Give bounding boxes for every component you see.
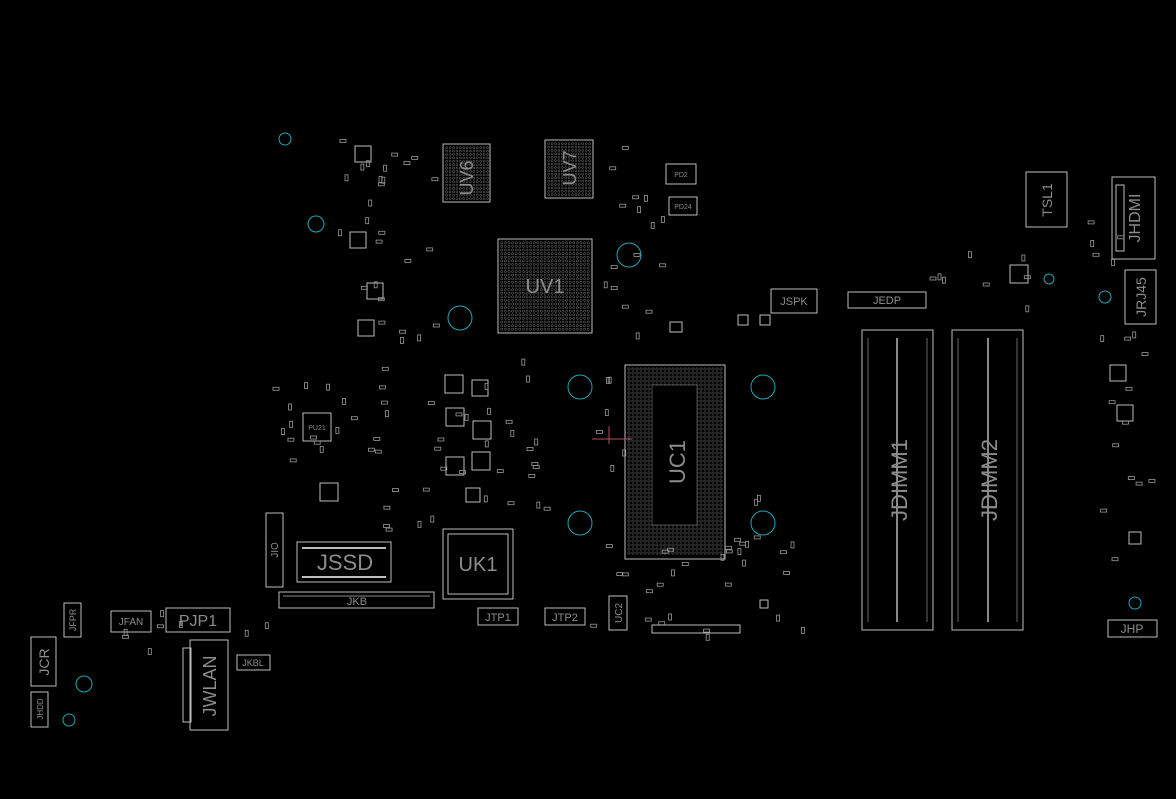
connector-pjp1[interactable]: PJP1 [165,607,231,633]
connector-jdimm2[interactable]: JDIMM2 [951,329,1024,631]
connector-pjp1-label: PJP1 [179,613,217,630]
connector-jhp-label: JHP [1121,622,1144,636]
connector-jedp[interactable]: JEDP [847,291,927,309]
connector-jspk-label: JSPK [780,296,808,308]
chip-uv7[interactable]: UV7 [544,139,594,199]
chip-uk1[interactable]: UK1 [442,528,514,600]
connector-jio-label: JIO [270,542,281,558]
connector-jssd-label: JSSD [317,550,373,575]
chip-uv7-label: UV7 [560,150,580,185]
component-pd2[interactable]: PD2 [665,163,697,185]
connector-jtp2-label: JTP2 [552,612,578,624]
connector-jfpr[interactable]: JFPR [63,602,82,638]
component-pd2-label: PD2 [674,172,688,179]
component-uc2[interactable]: UC2 [608,595,628,631]
chip-uv6[interactable]: UV6 [442,143,491,203]
connector-jrj45[interactable]: JRJ45 [1124,269,1157,325]
chip-uc1[interactable]: UC1 [592,364,726,560]
connector-jkb-label: JKB [347,596,367,608]
chip-uk1-label: UK1 [459,554,498,576]
connector-strip [651,624,741,634]
connector-jcr[interactable]: JCR [30,636,57,687]
connector-jssd[interactable]: JSSD [296,541,392,583]
component-pd24-label: PD24 [674,204,692,211]
connector-jdimm1[interactable]: JDIMM1 [861,329,934,631]
connector-jrj45-label: JRJ45 [1133,277,1149,317]
connector-jdimm1-label: JDIMM1 [887,439,912,521]
connector-jcr-label: JCR [36,648,52,675]
component-tsl1[interactable]: TSL1 [1025,171,1068,228]
connector-jkbl[interactable]: JKBL [236,654,271,671]
component-pu21-label: PU21 [308,425,326,432]
component-uc2-label: UC2 [614,603,625,623]
connector-jwlan-label: JWLAN [200,655,220,716]
chip-uc1-label: UC1 [665,440,690,484]
connector-jhdd[interactable]: JHDD [30,691,49,728]
connector-jtp1[interactable]: JTP1 [477,607,519,626]
connector-jhp[interactable]: JHP [1107,619,1158,638]
connector-jspk[interactable]: JSPK [770,288,818,314]
connector-jkbl-label: JKBL [242,658,264,668]
connector-jfan[interactable]: JFAN [110,610,152,633]
connector-jio[interactable]: JIO [265,512,284,588]
connector-jdimm2-label: JDIMM2 [977,439,1002,521]
chip-uv1-label: UV1 [526,276,565,298]
connector-jhdmi[interactable]: JHDMI [1111,176,1156,260]
passive-components [122,139,1156,655]
connector-jkb[interactable]: JKB [278,591,435,609]
chip-uv1[interactable]: UV1 [497,238,593,334]
connector-jedp-label: JEDP [873,295,901,307]
connector-jtp2[interactable]: JTP2 [544,607,586,626]
component-pd24[interactable]: PD24 [668,196,698,216]
connector-jtp1-label: JTP1 [485,612,511,624]
connector-jwlan[interactable]: JWLAN [182,639,229,731]
connector-jhdd-label: JHDD [36,698,45,720]
component-tsl1-label: TSL1 [1039,183,1055,217]
connector-jhdmi-label: JHDMI [1127,194,1144,243]
mounting-holes [62,132,1142,727]
connector-jfpr-label: JFPR [68,608,78,631]
chip-uv6-label: UV6 [457,160,477,195]
connector-jfan-label: JFAN [119,617,143,628]
